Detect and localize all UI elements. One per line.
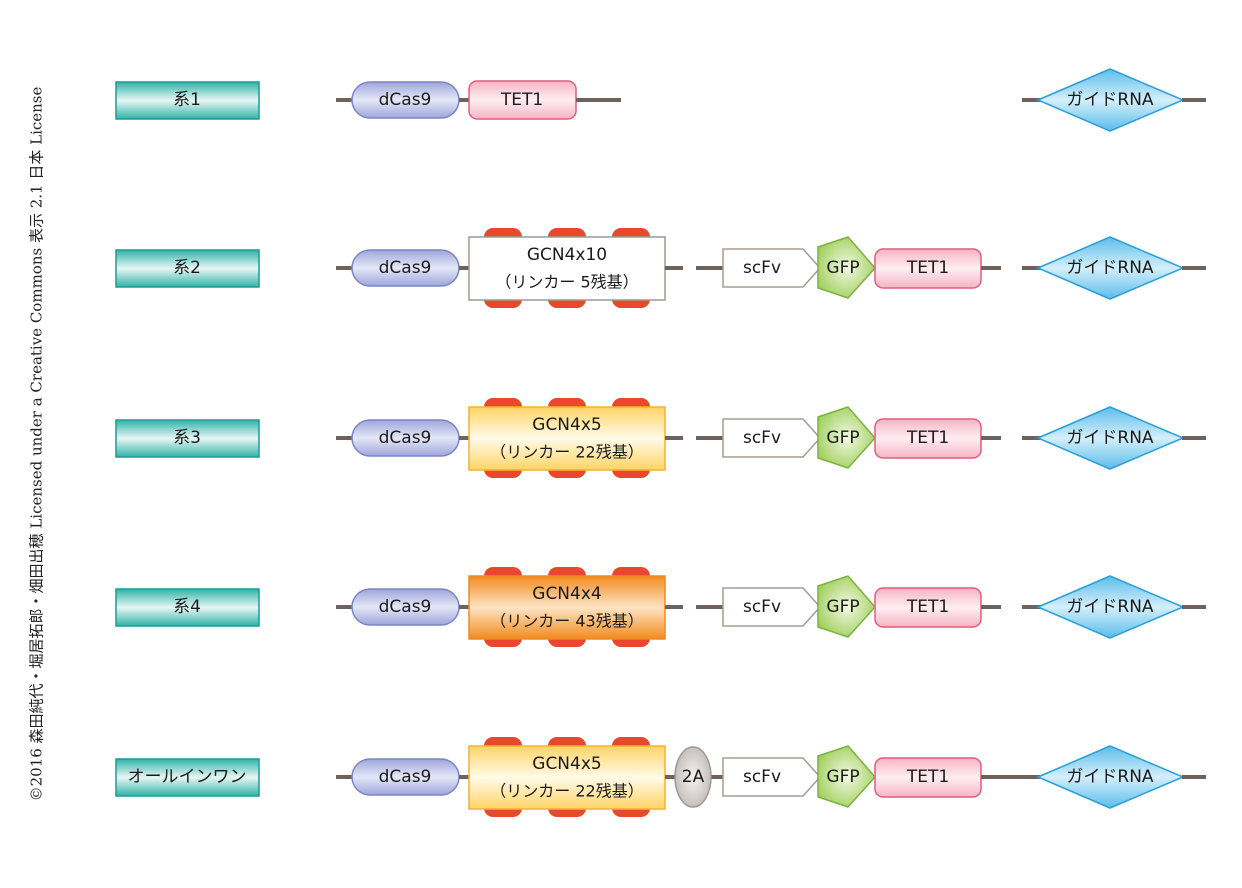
system-label: 系3 <box>173 428 201 448</box>
gcn4-linker: （リンカー 43残基） <box>490 612 643 631</box>
dcas9-label: dCas9 <box>379 767 432 787</box>
gfp-domain <box>817 575 877 638</box>
gcn4-linker: （リンカー 22残基） <box>490 782 643 801</box>
system-label: 系2 <box>173 258 201 278</box>
scfv-label: scFv <box>743 258 781 278</box>
system-label-box <box>115 758 260 797</box>
gfp-label: GFP <box>826 258 859 278</box>
scfv-domain <box>722 248 822 288</box>
gcn4-name: GCN4x5 <box>532 754 601 774</box>
tet1-label: TET1 <box>906 597 949 617</box>
two-a-label: 2A <box>682 767 705 787</box>
dcas9-label: dCas9 <box>379 90 432 110</box>
construct-row: 系2 dCas9 GCN4x10 （リンカー 5残基） scFv GFP TET1 ガイドRN… <box>115 228 1206 308</box>
scfv-domain <box>722 757 822 797</box>
gcn4-array-box <box>468 745 666 810</box>
scfv-label: scFv <box>743 597 781 617</box>
tet1-label: TET1 <box>906 428 949 448</box>
dcas9-label: dCas9 <box>379 258 432 278</box>
construct-row: オールインワン dCas9 GCN4x5 （リンカー 22残基） 2A scFv GFP TE… <box>115 737 1206 817</box>
gcn4-array-box <box>468 406 666 471</box>
gfp-domain <box>817 745 877 808</box>
guide-rna-label: ガイドRNA <box>1066 767 1154 787</box>
tet1-label: TET1 <box>906 258 949 278</box>
system-label: 系1 <box>173 90 201 110</box>
construct-row: 系4 dCas9 GCN4x4 （リンカー 43残基） scFv GFP TET1 ガイドRN… <box>115 567 1206 647</box>
gcn4-linker: （リンカー 22残基） <box>490 443 643 462</box>
tet1-label: TET1 <box>500 90 543 110</box>
dcas9-label: dCas9 <box>379 597 432 617</box>
scfv-domain <box>722 587 822 627</box>
gfp-domain <box>817 236 877 299</box>
gfp-label: GFP <box>826 428 859 448</box>
gfp-label: GFP <box>826 767 859 787</box>
gfp-label: GFP <box>826 597 859 617</box>
gcn4-name: GCN4x5 <box>532 415 601 435</box>
guide-rna-label: ガイドRNA <box>1066 258 1154 278</box>
gcn4-array-box <box>468 236 666 301</box>
gcn4-name: GCN4x10 <box>527 245 607 265</box>
gfp-domain <box>817 406 877 469</box>
system-label-box <box>115 81 260 120</box>
scfv-domain <box>722 418 822 458</box>
gcn4-linker: （リンカー 5残基） <box>495 273 638 292</box>
guide-rna-label: ガイドRNA <box>1066 428 1154 448</box>
construct-row: 系3 dCas9 GCN4x5 （リンカー 22残基） scFv GFP TET1 ガイドRN… <box>115 398 1206 478</box>
construct-row: 系1 dCas9 TET1 ガイドRNA <box>115 68 1206 132</box>
system-label-box <box>115 249 260 288</box>
system-label: 系4 <box>173 597 201 617</box>
guide-rna-label: ガイドRNA <box>1066 597 1154 617</box>
scfv-label: scFv <box>743 428 781 448</box>
system-label-box <box>115 588 260 627</box>
system-label-box <box>115 419 260 458</box>
scfv-label: scFv <box>743 767 781 787</box>
guide-rna-label: ガイドRNA <box>1066 90 1154 110</box>
tet1-label: TET1 <box>906 767 949 787</box>
gcn4-name: GCN4x4 <box>532 584 601 604</box>
two-a-peptide <box>674 746 712 808</box>
system-label: オールインワン <box>128 767 247 787</box>
dcas9-label: dCas9 <box>379 428 432 448</box>
